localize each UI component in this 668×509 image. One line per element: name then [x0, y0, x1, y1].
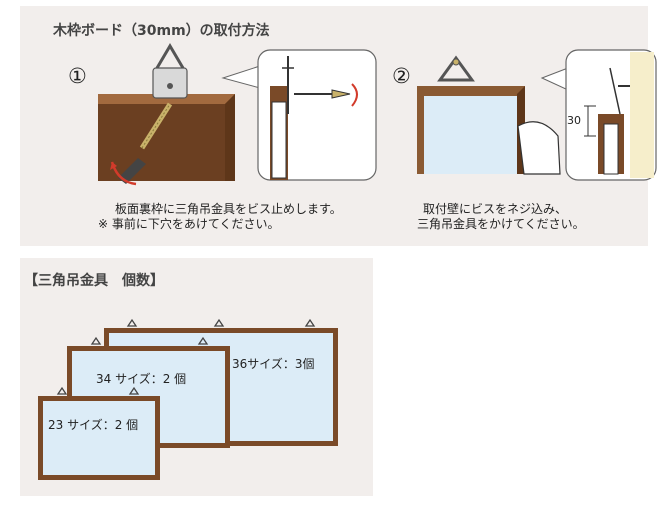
board-23-label: 23 サイズ：2 個 [48, 418, 139, 432]
step2-caption-line1: 取付壁にビスをネジ込み、 [423, 202, 568, 216]
section-title-mounting: 木枠ボード（30mm）の取付方法 [53, 23, 270, 39]
hanger-icon [213, 318, 225, 327]
hanger-icon [128, 386, 140, 395]
step1-caption-line2: ※ 事前に下穴をあけてください。 [98, 217, 280, 231]
board-23 [38, 386, 160, 480]
step2-caption-line2: 三角吊金具をかけてください。 [417, 217, 585, 231]
step1-caption-line1: 板面裏枠に三角吊金具をビス止めします。 [115, 202, 342, 216]
hanger-icon [90, 336, 102, 345]
board-36-label: 36サイズ：3個 [232, 357, 315, 371]
section-title-count: 【三角吊金具 個数】 [24, 273, 164, 289]
hanger-icon [56, 386, 68, 395]
hanger-icon [304, 318, 316, 327]
step2-number: ② [392, 64, 411, 88]
hanger-count-panel: 【三角吊金具 個数】 36サイズ：3個 34 サイズ：2 個 23 サイズ：2 … [20, 258, 373, 496]
hanger-icon [126, 318, 138, 327]
mounting-method-panel: 木枠ボード（30mm）の取付方法 ① [20, 6, 657, 246]
board-sizes-illustration [38, 318, 338, 480]
step1-number: ① [68, 64, 87, 88]
hanger-icon [197, 336, 209, 345]
board-34-label: 34 サイズ：2 個 [96, 372, 187, 386]
step1-frame-illustration [98, 43, 657, 186]
dimension-30-label: 30 [567, 114, 581, 127]
